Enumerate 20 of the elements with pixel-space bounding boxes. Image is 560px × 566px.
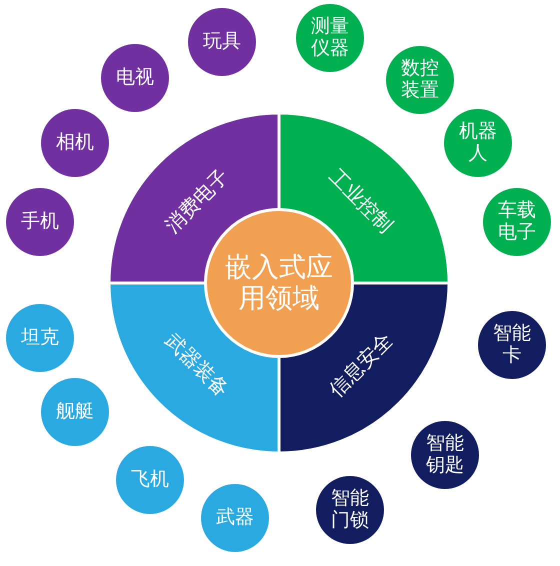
sector-label: 消费电子 bbox=[160, 164, 234, 238]
center-title: 嵌入式应用领域 bbox=[224, 252, 334, 314]
application-label: 坦克 bbox=[21, 327, 59, 349]
application-label: 玩具 bbox=[203, 31, 241, 53]
application-label: 车载电子 bbox=[497, 200, 537, 244]
application-label: 电视 bbox=[116, 67, 154, 89]
application-label: 舰艇 bbox=[56, 401, 94, 423]
sector-label: 工业控制 bbox=[324, 164, 398, 238]
application-label: 武器 bbox=[216, 507, 254, 529]
application-label: 测量仪器 bbox=[310, 16, 350, 60]
application-label: 智能钥匙 bbox=[425, 433, 465, 477]
application-label: 飞机 bbox=[131, 469, 169, 491]
application-label: 机器人 bbox=[458, 121, 498, 165]
application-label: 数控装置 bbox=[400, 58, 440, 102]
application-label: 智能门锁 bbox=[330, 488, 370, 532]
application-label: 手机 bbox=[21, 211, 59, 233]
application-label: 智能卡 bbox=[492, 323, 532, 367]
sector-label: 武器装备 bbox=[160, 328, 234, 402]
sector-label: 信息安全 bbox=[324, 328, 398, 402]
application-label: 相机 bbox=[56, 132, 94, 154]
